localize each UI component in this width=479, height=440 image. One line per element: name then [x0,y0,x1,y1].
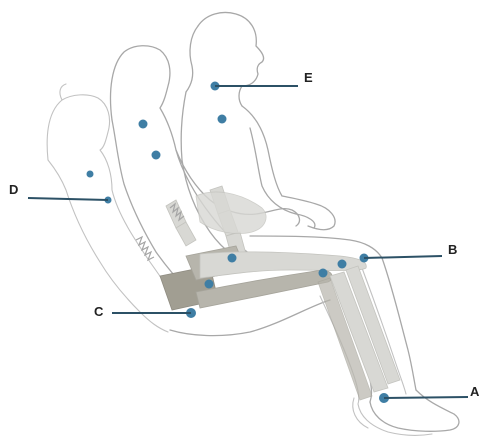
label-a: A [470,384,479,399]
marker-dot [319,269,328,278]
marker-dot [228,254,237,263]
leader-line-a [384,397,468,398]
callout-d: D [9,182,112,204]
marker-dot [338,260,347,269]
marker-dot [152,151,161,160]
marker-dot [139,120,148,129]
skeleton-and-seat [136,186,400,400]
label-b: B [448,242,457,257]
callout-b: B [360,242,458,263]
leader-line-b [364,256,442,258]
label-d: D [9,182,18,197]
label-c: C [94,304,104,319]
leader-line-d [28,198,108,200]
marker-dot [218,115,227,124]
marker-dot [87,171,94,178]
marker-dot [205,280,214,289]
callout-e: E [211,70,314,91]
label-e: E [304,70,313,85]
figure-back-outline [47,84,175,332]
